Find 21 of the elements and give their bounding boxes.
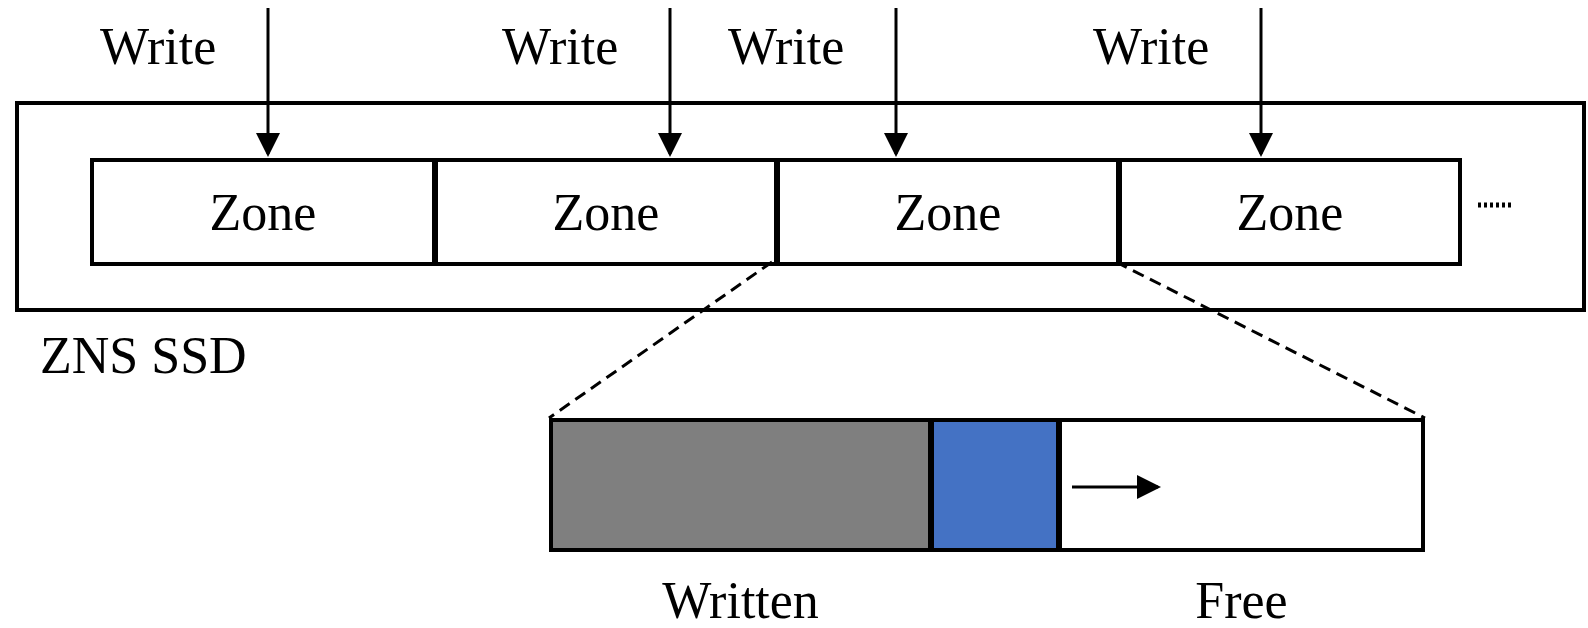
dashed-line (548, 260, 773, 420)
zone-segment (1058, 418, 1425, 552)
device-label: ZNS SSD (40, 330, 247, 382)
zone-segment (930, 418, 1060, 552)
arrow (1249, 8, 1273, 157)
zone-segment (549, 418, 932, 552)
zone-box: Zone (776, 158, 1120, 266)
zone-box: Zone (1118, 158, 1462, 266)
ssd-box (15, 101, 1586, 312)
segment-caption: Free (1195, 575, 1288, 627)
write-label: Write (502, 8, 672, 86)
arrow (256, 8, 280, 157)
arrow (658, 8, 682, 157)
write-label: Write (100, 8, 270, 86)
segment-caption: Written (662, 575, 819, 627)
zone-box: Zone (434, 158, 778, 266)
write-label: Write (1093, 8, 1263, 86)
zone-detail-bar (549, 418, 1425, 552)
zone-box: Zone (90, 158, 436, 266)
arrow (884, 8, 908, 157)
write-label: Write (728, 8, 898, 86)
